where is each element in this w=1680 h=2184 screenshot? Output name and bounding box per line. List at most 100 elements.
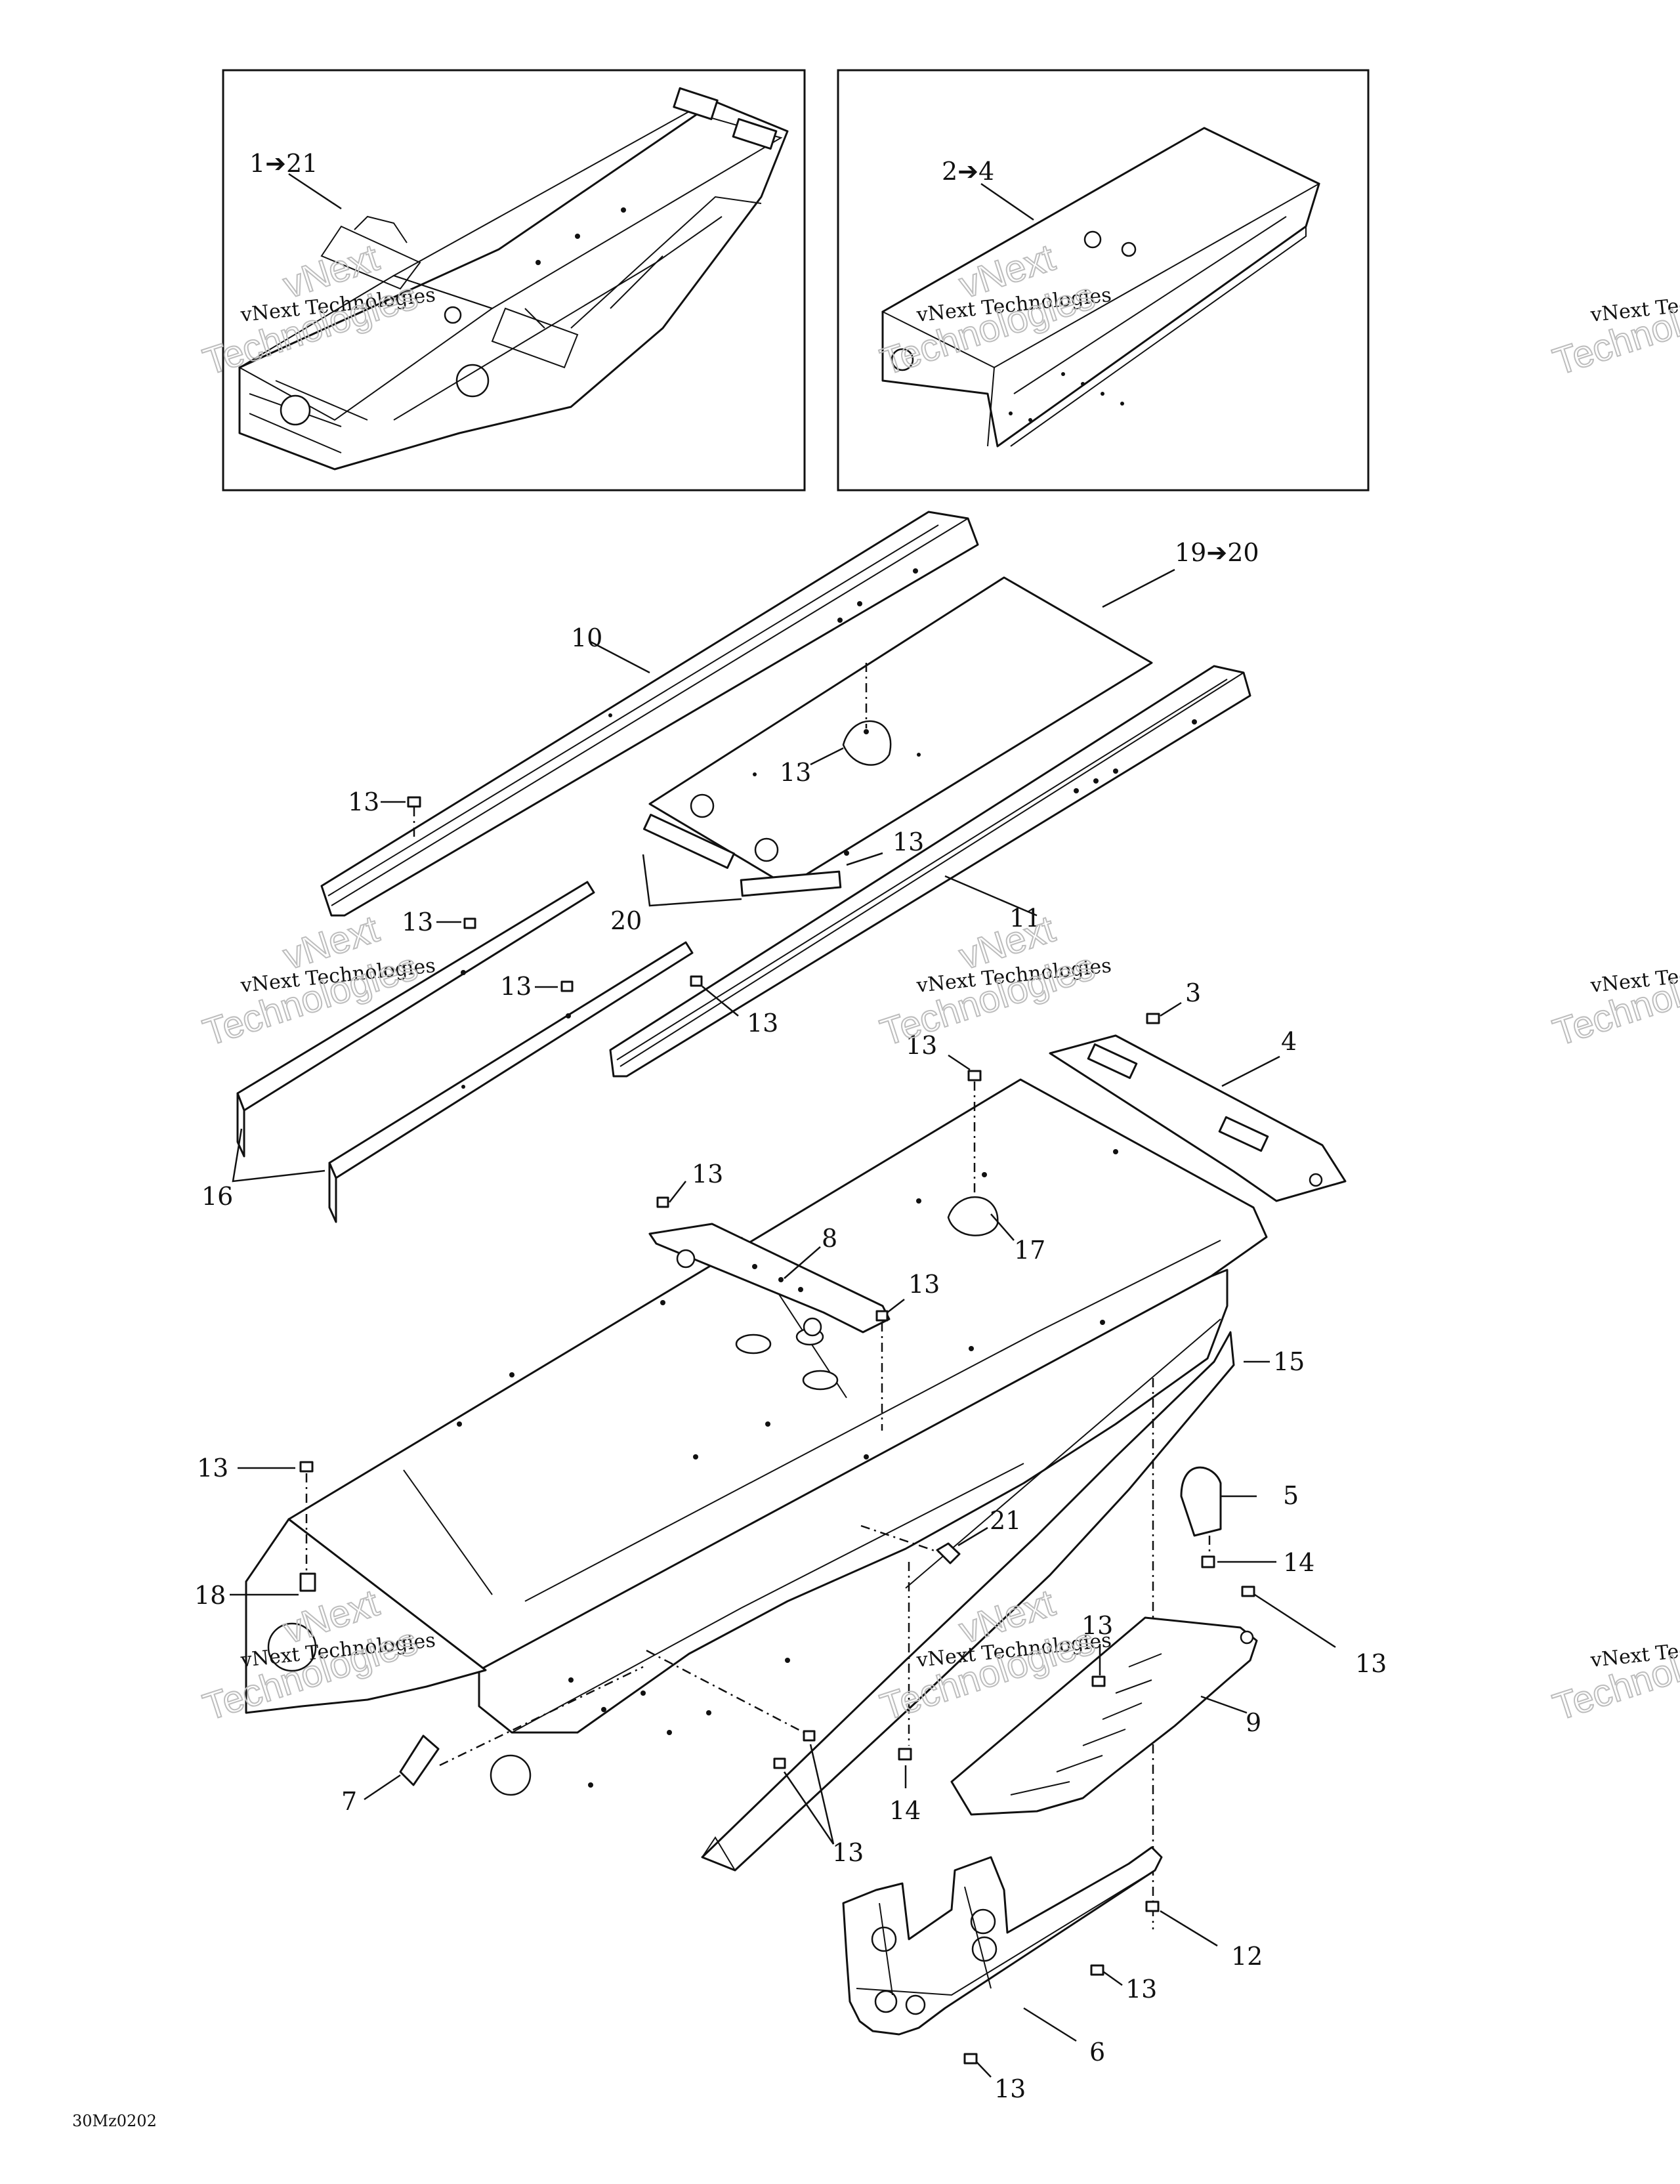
callout-13-bumper-b: 13	[1355, 1649, 1387, 1678]
leader-21	[957, 1526, 988, 1547]
axis-7	[439, 1666, 644, 1767]
leader-7	[364, 1774, 401, 1801]
leader-17	[990, 1213, 1015, 1241]
leader-19-20	[1102, 568, 1175, 608]
callout-5: 5	[1283, 1481, 1299, 1510]
inset-frame-right	[837, 69, 1370, 492]
inset-right-leader	[980, 182, 1034, 221]
leader-13-top	[948, 1054, 971, 1071]
callout-13-bar-a: 13	[402, 908, 433, 936]
fastener-13-bumper-a	[1091, 1675, 1106, 1687]
leader-13-plate	[810, 747, 844, 766]
rail-10	[320, 511, 979, 917]
plate-7	[399, 1734, 440, 1786]
leader-13-rail11	[702, 986, 739, 1017]
screw-3	[1146, 1013, 1160, 1024]
callout-13-left: 13	[197, 1454, 228, 1482]
leader-13-bracket-a	[669, 1181, 686, 1203]
leader-3	[1160, 1001, 1182, 1017]
fastener-13-bracket6-b	[963, 2053, 978, 2065]
support-4	[1049, 1034, 1347, 1202]
leader-16	[232, 1128, 326, 1183]
callout-21: 21	[990, 1506, 1021, 1535]
watermark-6-big-b: Technologies	[1548, 945, 1680, 1054]
bracket-8	[648, 1223, 891, 1337]
bracket-6	[842, 1846, 1163, 2036]
tunnel-inset	[881, 127, 1321, 448]
callout-15: 15	[1273, 1347, 1305, 1376]
fastener-13-bottom-b	[773, 1757, 786, 1769]
stud-17	[947, 1196, 999, 1236]
callout-11: 11	[1009, 904, 1041, 933]
leader-6	[1023, 2007, 1077, 2042]
callout-14-b: 14	[889, 1796, 921, 1825]
plate-19-20	[642, 576, 1153, 897]
screw-21	[936, 1542, 961, 1564]
leader-8	[784, 1246, 821, 1279]
callout-13-rail11: 13	[747, 1009, 778, 1038]
fastener-13-bar-a	[463, 917, 476, 929]
watermark-9-big-b: Technologies	[1548, 1620, 1680, 1729]
fastener-13-bar-b	[560, 980, 574, 992]
nut-14-b	[898, 1748, 912, 1761]
leader-13-plate-b	[846, 852, 883, 866]
callout-12: 12	[1231, 1942, 1263, 1971]
callout-3: 3	[1185, 978, 1201, 1007]
callout-4: 4	[1281, 1027, 1297, 1056]
fastener-13-bottom-a	[803, 1730, 816, 1742]
callout-13-bottom: 13	[832, 1838, 864, 1867]
callout-13-rail10: 13	[348, 788, 379, 816]
callout-20: 20	[610, 906, 642, 935]
inset-frame-left	[222, 69, 806, 492]
axis-bottom	[646, 1649, 805, 1734]
fastener-13-left	[299, 1461, 314, 1473]
fastener-13-rail11	[690, 975, 703, 987]
fastener-13-top	[967, 1070, 982, 1082]
leader-10	[590, 640, 650, 674]
inset-left-leader	[288, 173, 342, 210]
drawing-code: 30Mz0202	[72, 2112, 157, 2130]
callout-7: 7	[341, 1787, 357, 1816]
callout-8: 8	[822, 1224, 837, 1253]
leader-13-bracket6-a	[1103, 1971, 1123, 1986]
chassis-assembly-inset	[238, 87, 789, 471]
leader-4	[1221, 1055, 1280, 1087]
stud-18	[299, 1572, 316, 1592]
watermark-3-big-b: Technologies	[1548, 274, 1680, 383]
inset-right-label: 2➔4	[942, 157, 994, 186]
callout-13-top: 13	[906, 1031, 937, 1060]
leader-9	[1200, 1695, 1248, 1714]
callout-13-bracket6-a: 13	[1125, 1975, 1157, 2004]
fastener-13-bracket-a	[656, 1196, 669, 1208]
callout-9: 9	[1246, 1708, 1261, 1737]
leader-13-bracket6-b	[976, 2061, 992, 2078]
callout-10: 10	[571, 623, 602, 652]
callout-13-bumper-a: 13	[1082, 1611, 1113, 1640]
bumper-9	[950, 1616, 1258, 1816]
bracket-5	[1180, 1466, 1222, 1537]
bars-16	[236, 881, 694, 1223]
callout-13-bar-b: 13	[500, 972, 532, 1001]
rail-11	[609, 665, 1251, 1078]
leader-12	[1160, 1910, 1218, 1947]
callout-13-bracket-a: 13	[692, 1160, 723, 1188]
callout-18: 18	[194, 1581, 226, 1610]
axis-21	[860, 1524, 939, 1553]
leader-20	[642, 854, 742, 907]
callout-13-bracket6-b: 13	[994, 2074, 1026, 2103]
fastener-13-bracket-b	[875, 1310, 889, 1322]
callout-13-plate-b: 13	[892, 828, 924, 856]
leader-11	[944, 875, 1038, 917]
callout-19-20: 19➔20	[1175, 538, 1259, 567]
callout-13-plate: 13	[780, 758, 811, 787]
callout-16: 16	[201, 1182, 233, 1211]
inset-left-label: 1➔21	[249, 149, 318, 178]
callout-14-a: 14	[1283, 1548, 1314, 1577]
nut-14-a	[1201, 1555, 1215, 1568]
callout-17: 17	[1014, 1236, 1045, 1265]
callout-13-bracket-b: 13	[908, 1270, 940, 1299]
tunnel-main	[245, 1078, 1268, 1796]
leader-13-bracket-b	[887, 1299, 905, 1313]
fastener-13-rail10	[407, 796, 421, 840]
